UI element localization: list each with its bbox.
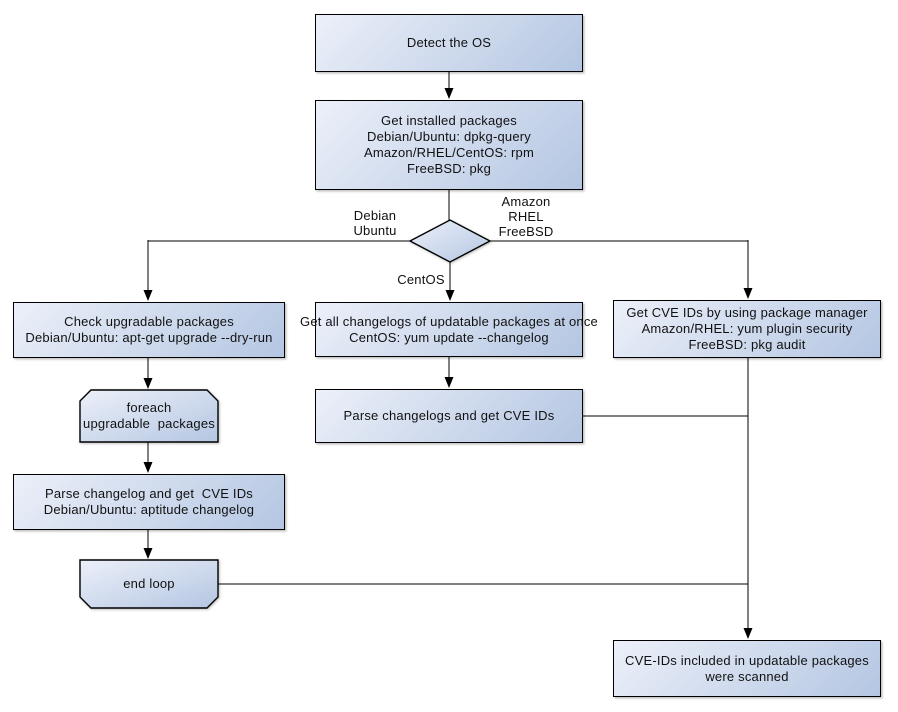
node-get-installed-packages: Get installed packages Debian/Ubuntu: dp… [315, 100, 583, 190]
end-loop-shape [79, 559, 219, 609]
branch-label-line: FreeBSD [498, 224, 554, 239]
arrowhead-foreach [143, 378, 153, 389]
branch-label-debian-ubuntu: Debian Ubuntu [340, 208, 410, 238]
node-text-line: Get installed packages [381, 113, 517, 128]
arrowhead-result [743, 628, 753, 639]
node-text-line: Get all changelogs of updatable packages… [300, 313, 598, 329]
branch-label-centos: CentOS [394, 272, 448, 287]
node-text-line: upgradable packages [83, 416, 215, 431]
node-text-line: foreach [126, 400, 172, 415]
arrowhead-check-upgradable [143, 290, 153, 301]
foreach-loop-shape [79, 389, 219, 443]
node-text-line: Detect the OS [406, 35, 492, 50]
node-text-line: FreeBSD: pkg [406, 161, 492, 176]
node-result-scanned: CVE-IDs included in updatable packages w… [613, 640, 881, 697]
node-text-line: Debian/Ubuntu: dpkg-query [367, 129, 531, 144]
node-text-line: CentOS: yum update --changelog [349, 329, 549, 345]
arrowhead-installed [444, 88, 454, 99]
arrowhead-get-all-changelogs [445, 290, 455, 301]
node-text-line: Parse changelog and get CVE IDs [44, 486, 254, 501]
node-text-line: FreeBSD: pkg audit [688, 337, 806, 352]
node-get-cve-ids: Get CVE IDs by using package manager Ama… [613, 300, 881, 358]
end-loop-label: end loop [80, 560, 218, 608]
arrowhead-get-cve-ids [743, 288, 753, 299]
node-text-line: end loop [123, 576, 175, 591]
node-check-upgradable-packages: Check upgradable packages Debian/Ubuntu:… [13, 302, 285, 358]
foreach-loop-label: foreach upgradable packages [80, 390, 218, 442]
branch-label-line: Amazon [501, 194, 551, 209]
arrowhead-parse-changelogs [444, 377, 454, 388]
node-text-line: Parse changelogs and get CVE IDs [343, 408, 555, 423]
arrowhead-end-loop [143, 548, 153, 559]
node-text-line: were scanned [705, 668, 789, 684]
node-get-all-changelogs: Get all changelogs of updatable packages… [300, 302, 598, 357]
node-text-line: Amazon/RHEL: yum plugin security [641, 321, 853, 336]
branch-label-line: RHEL [508, 209, 544, 224]
node-text-line: CVE-IDs included in updatable packages [625, 652, 869, 668]
branch-label-amazon-rhel-freebsd: Amazon RHEL FreeBSD [494, 194, 558, 239]
node-parse-changelog: Parse changelog and get CVE IDs Debian/U… [13, 474, 285, 530]
node-text-line: Debian/Ubuntu: apt-get upgrade --dry-run [25, 330, 273, 345]
node-text-line: Get CVE IDs by using package manager [626, 305, 868, 320]
node-parse-changelogs: Parse changelogs and get CVE IDs [315, 389, 583, 443]
arrowhead-parse-changelog [143, 462, 153, 473]
node-detect-os: Detect the OS [315, 14, 583, 72]
branch-label-line: Ubuntu [353, 223, 397, 238]
node-text-line: Amazon/RHEL/CentOS: rpm [363, 145, 535, 160]
node-text-line: Check upgradable packages [64, 314, 234, 329]
branch-label-line: CentOS [397, 272, 445, 287]
decision-diamond-os [408, 219, 492, 263]
branch-label-line: Debian [353, 208, 397, 223]
node-text-line: Debian/Ubuntu: aptitude changelog [43, 502, 255, 517]
